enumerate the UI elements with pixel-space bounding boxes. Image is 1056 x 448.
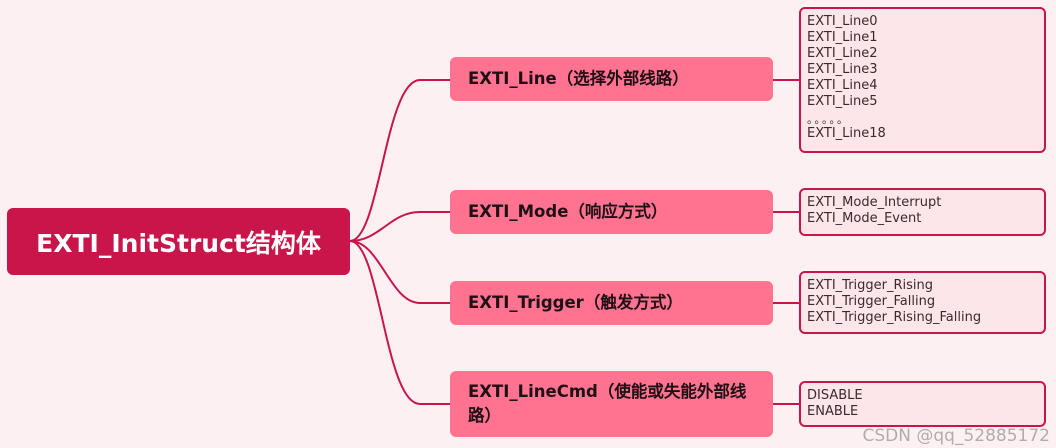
root-node[interactable]: EXTI_InitStruct结构体	[7, 208, 350, 275]
leaf-item: EXTI_Trigger_Falling	[807, 294, 936, 309]
leaf-item: EXTI_Mode_Event	[807, 211, 922, 226]
leaf-item: EXTI_Trigger_Rising_Falling	[807, 310, 982, 325]
connector-root-trigger	[349, 240, 450, 304]
connector-root-mode	[349, 211, 450, 242]
branch-label: EXTI_Line（选择外部线路）	[468, 69, 689, 88]
leaf-item: EXTI_Line5	[807, 94, 878, 109]
leaf-item: EXTI_Trigger_Rising	[807, 278, 934, 293]
leaf-exti-line-values: EXTI_Line0 EXTI_Line1 EXTI_Line2 EXTI_Li…	[799, 7, 1046, 153]
leaf-item: DISABLE	[807, 388, 863, 403]
watermark-text: CSDN @qq_52885172	[862, 426, 1050, 446]
branch-label: EXTI_Trigger（触发方式）	[468, 293, 683, 312]
leaf-item: EXTI_Line1	[807, 30, 878, 45]
leaf-item: ENABLE	[807, 404, 859, 419]
leaf-ellipsis: 。。。。。	[807, 113, 850, 126]
leaf-item: EXTI_Line2	[807, 46, 878, 61]
leaf-item: EXTI_Line3	[807, 62, 878, 77]
connector-root-line	[349, 79, 450, 242]
branch-exti-trigger[interactable]: EXTI_Trigger（触发方式）	[450, 281, 773, 325]
leaf-item: EXTI_Mode_Interrupt	[807, 195, 942, 210]
leaf-exti-linecmd-values: DISABLE ENABLE	[799, 381, 1046, 427]
branch-label: EXTI_Mode（响应方式）	[468, 202, 668, 221]
root-label: EXTI_InitStruct结构体	[36, 228, 321, 258]
leaf-item: EXTI_Line0	[807, 14, 878, 29]
leaf-item: EXTI_Line4	[807, 78, 878, 93]
leaf-exti-mode-values: EXTI_Mode_Interrupt EXTI_Mode_Event	[799, 188, 1046, 236]
branch-exti-mode[interactable]: EXTI_Mode（响应方式）	[450, 190, 773, 234]
leaf-item: EXTI_Line18	[807, 126, 886, 141]
leaf-exti-trigger-values: EXTI_Trigger_Rising EXTI_Trigger_Falling…	[799, 271, 1046, 334]
branch-exti-linecmd[interactable]: EXTI_LineCmd（使能或失能外部线路）	[450, 371, 773, 437]
connector-root-linecmd	[349, 240, 450, 405]
branch-label: EXTI_LineCmd（使能或失能外部线路）	[468, 382, 747, 425]
branch-exti-line[interactable]: EXTI_Line（选择外部线路）	[450, 57, 773, 101]
